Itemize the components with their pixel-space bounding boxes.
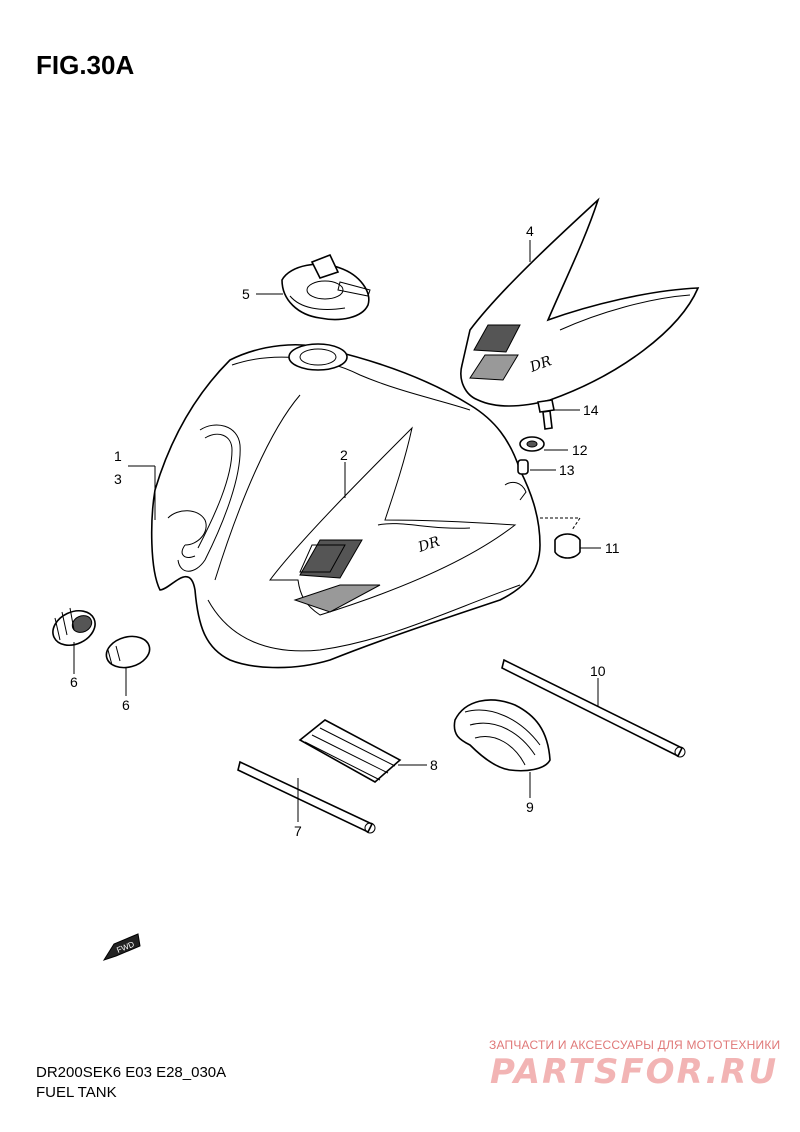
cover-9 — [453, 699, 551, 772]
tank-dr-logo: DR — [415, 534, 442, 556]
fuel-tank: DR — [150, 343, 541, 669]
callout-numbers: 1 3 2 4 5 6 6 7 8 9 10 11 12 13 14 — [70, 223, 620, 839]
callout-8: 8 — [430, 757, 438, 773]
front-dr-logo: DR — [527, 353, 554, 376]
fwd-arrow: FWD — [102, 933, 141, 961]
tank-graphic-decal: DR — [268, 426, 517, 616]
collar-13 — [517, 459, 529, 475]
figure-title: FIG.30A — [36, 50, 135, 80]
callout-10: 10 — [590, 663, 606, 679]
callout-2: 2 — [340, 447, 348, 463]
leader-lines — [73, 240, 601, 822]
callout-11: 11 — [605, 540, 620, 556]
callout-7: 7 — [294, 823, 302, 839]
callout-9: 9 — [526, 799, 534, 815]
callout-6b: 6 — [122, 697, 130, 713]
grommet-a — [52, 607, 96, 647]
callout-5: 5 — [242, 286, 250, 302]
callout-12: 12 — [572, 442, 588, 458]
watermark-logo: PARTSFOR.RU — [490, 1052, 779, 1092]
callout-13: 13 — [559, 462, 575, 478]
diagram-description: FUEL TANK — [36, 1084, 117, 1101]
washer-12 — [519, 436, 545, 452]
cushion-b — [105, 635, 151, 669]
callout-1: 1 — [114, 448, 122, 464]
strap-10 — [501, 658, 686, 758]
bolt-14 — [537, 399, 555, 430]
callout-14: 14 — [583, 402, 599, 418]
diagram-code: DR200SEK6 E03 E28_030A — [36, 1064, 227, 1081]
callout-3: 3 — [114, 471, 122, 487]
strap-7 — [237, 760, 376, 834]
cushion-11 — [554, 533, 581, 559]
front-graphic-decal: DR — [460, 197, 700, 407]
fuel-cap — [281, 253, 371, 321]
watermark-text: ЗАПЧАСТИ И АКСЕССУАРЫ ДЛЯ МОТОТЕХНИКИ — [489, 1038, 781, 1052]
rubber-pad — [298, 719, 402, 783]
callout-4: 4 — [526, 223, 534, 239]
callout-6a: 6 — [70, 674, 78, 690]
